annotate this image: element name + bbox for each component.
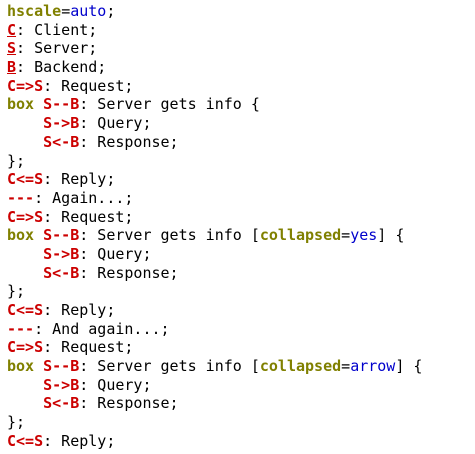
code-line: B: Backend;: [7, 58, 475, 77]
code-token-ent: B: [7, 58, 17, 77]
code-token-txt: : Request;: [43, 338, 134, 357]
code-line: C=>S: Request;: [7, 208, 475, 227]
code-token-txt: ;: [106, 2, 116, 20]
code-token-txt: : And again...;: [34, 319, 170, 338]
code-token-kw: box: [7, 226, 35, 245]
code-token-txt: : Response;: [79, 263, 179, 282]
code-token-kw: collapsed: [259, 357, 342, 376]
code-token-ent: S->B: [43, 375, 80, 394]
code-token-txt: [34, 357, 43, 375]
code-token-txt: : Again...;: [34, 188, 134, 207]
code-token-txt: };: [7, 282, 26, 301]
code-token-ent: C=>S: [7, 338, 44, 357]
code-line: C<=S: Reply;: [7, 432, 475, 451]
code-line: S<-B: Response;: [7, 394, 475, 413]
code-token-txt: : Query;: [79, 244, 152, 263]
code-token-txt: [34, 226, 43, 244]
code-token-ent: S<-B: [43, 132, 80, 151]
code-token-txt: };: [7, 413, 26, 432]
code-line: hscale=auto;: [7, 2, 475, 21]
code-token-kw: collapsed: [259, 226, 342, 245]
code-token-ent: S<-B: [43, 263, 80, 282]
code-token-txt: =: [341, 226, 351, 245]
code-token-ent: C=>S: [7, 76, 44, 95]
code-line: C: Client;: [7, 21, 475, 40]
code-token-txt: [7, 394, 43, 412]
code-token-ent: ---: [7, 188, 35, 207]
code-token-txt: =: [341, 357, 351, 376]
code-line: C=>S: Request;: [7, 77, 475, 96]
code-token-ent: C<=S: [7, 431, 44, 450]
code-line: S->B: Query;: [7, 376, 475, 395]
code-token-txt: : Server;: [16, 39, 98, 58]
code-token-val: arrow: [350, 357, 396, 376]
code-token-ent: ---: [7, 319, 35, 338]
code-line: S<-B: Response;: [7, 133, 475, 152]
code-token-ent: C<=S: [7, 170, 44, 189]
code-token-txt: : Client;: [16, 20, 98, 39]
code-line: };: [7, 152, 475, 171]
code-token-txt: [7, 114, 43, 132]
code-token-txt: =: [61, 2, 71, 20]
code-token-ent: S->B: [43, 114, 80, 133]
code-token-txt: };: [7, 151, 26, 170]
code-token-ent: S--B: [43, 95, 80, 114]
code-line: S<-B: Response;: [7, 264, 475, 283]
code-token-ent: C=>S: [7, 207, 44, 226]
code-token-ent: S: [7, 39, 17, 58]
code-token-txt: : Backend;: [16, 58, 107, 77]
code-token-txt: : Request;: [43, 76, 134, 95]
code-line: C<=S: Reply;: [7, 301, 475, 320]
code-line: box S--B: Server gets info [collapsed=ar…: [7, 357, 475, 376]
code-line: };: [7, 413, 475, 432]
code-token-txt: : Request;: [43, 207, 134, 226]
code-token-txt: [34, 95, 43, 113]
code-token-txt: : Server gets info [: [79, 226, 260, 245]
code-token-txt: : Server gets info {: [79, 95, 260, 114]
code-line: box S--B: Server gets info [collapsed=ye…: [7, 226, 475, 245]
code-line: C<=S: Reply;: [7, 170, 475, 189]
code-token-ent: S<-B: [43, 394, 80, 413]
code-token-txt: [7, 133, 43, 151]
code-token-txt: : Query;: [79, 114, 152, 133]
code-line: ---: Again...;: [7, 189, 475, 208]
code-token-txt: [7, 376, 43, 394]
code-line: S->B: Query;: [7, 245, 475, 264]
code-line: ---: And again...;: [7, 320, 475, 339]
code-token-txt: ] {: [395, 357, 423, 376]
code-token-txt: : Reply;: [43, 301, 116, 319]
code-token-txt: : Query;: [79, 375, 152, 394]
code-token-ent: S--B: [43, 226, 80, 245]
code-token-txt: : Response;: [79, 132, 179, 151]
code-line: S->B: Query;: [7, 114, 475, 133]
code-token-kw: hscale: [7, 2, 62, 20]
code-line: box S--B: Server gets info {: [7, 95, 475, 114]
code-line: };: [7, 282, 475, 301]
code-token-txt: : Reply;: [43, 431, 116, 450]
code-token-txt: : Server gets info [: [79, 357, 260, 376]
code-line: S: Server;: [7, 39, 475, 58]
code-token-ent: S--B: [43, 357, 80, 376]
code-token-txt: : Response;: [79, 394, 179, 413]
code-token-ent: C<=S: [7, 301, 44, 319]
code-token-kw: box: [7, 357, 35, 376]
code-token-val: yes: [350, 226, 378, 245]
code-token-ent: C: [7, 20, 17, 39]
code-token-ent: S->B: [43, 244, 80, 263]
code-line: C=>S: Request;: [7, 338, 475, 357]
code-token-txt: ] {: [377, 226, 405, 245]
code-token-val: auto: [70, 2, 107, 20]
code-token-kw: box: [7, 95, 35, 114]
code-token-txt: [7, 245, 43, 263]
code-token-txt: : Reply;: [43, 170, 116, 189]
code-token-txt: [7, 264, 43, 282]
